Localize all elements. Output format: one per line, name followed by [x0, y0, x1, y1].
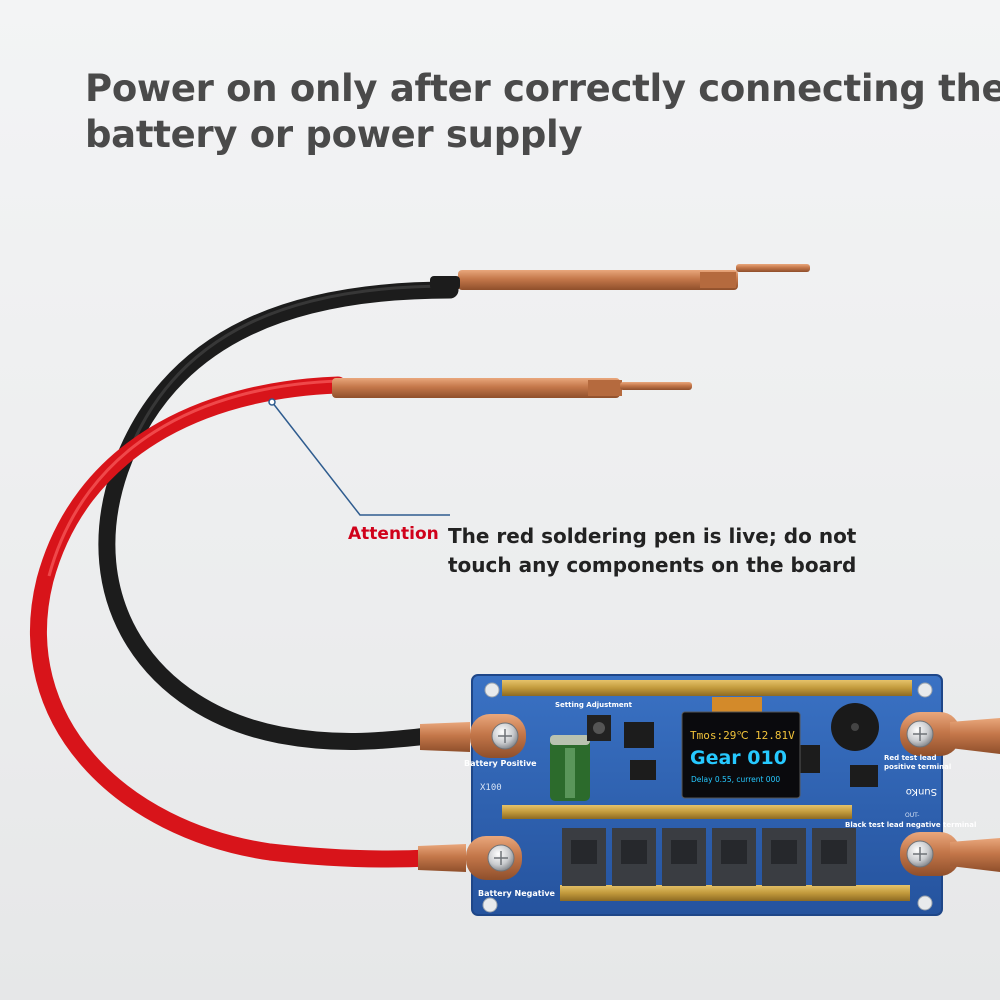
black-test-lead-terminal — [900, 832, 1000, 876]
setting-adjustment-label: Setting Adjustment — [555, 701, 633, 709]
attention-line-2: touch any components on the board — [448, 553, 857, 577]
black-test-lead-label: Black test lead negative terminal — [845, 821, 976, 829]
model-mark: X100 — [480, 783, 502, 793]
attention-label: Attention — [348, 524, 439, 544]
red-soldering-pen — [332, 378, 692, 398]
attention-line-1: The red soldering pen is live; do not — [448, 524, 857, 548]
battery-negative-terminal — [418, 836, 522, 880]
oled-voltage: 12.81V — [755, 729, 795, 742]
headline-line-1: Power on only after correctly connecting… — [85, 67, 1000, 110]
oled-tmos: Tmos:29℃ — [690, 729, 749, 742]
oled-status: Delay 0.55, current 000 — [691, 775, 780, 784]
headline: Power on only after correctly connecting… — [85, 66, 1000, 158]
red-wire — [30, 376, 439, 868]
red-test-lead-label-2: positive terminal — [884, 763, 951, 771]
black-soldering-pen — [430, 264, 810, 290]
attention-leader-line — [271, 401, 450, 516]
out-minus-mark: OUT- — [905, 812, 919, 819]
battery-negative-label: Battery Negative — [478, 889, 556, 898]
battery-positive-terminal — [420, 714, 526, 758]
oled-display: Tmos:29℃ 12.81V Gear 010 Delay 0.55, cur… — [681, 711, 801, 799]
red-test-lead-label-1: Red test lead — [884, 754, 937, 762]
oled-gear: Gear 010 — [690, 747, 787, 769]
mosfet-row — [562, 828, 856, 886]
black-wire — [98, 281, 459, 750]
red-test-lead-terminal — [900, 712, 1000, 756]
attention-message: The red soldering pen is live; do not to… — [448, 522, 908, 580]
battery-positive-label: Battery Positive — [464, 759, 537, 768]
headline-line-2: battery or power supply — [85, 113, 583, 156]
brand-mark: SunKo — [906, 786, 937, 797]
